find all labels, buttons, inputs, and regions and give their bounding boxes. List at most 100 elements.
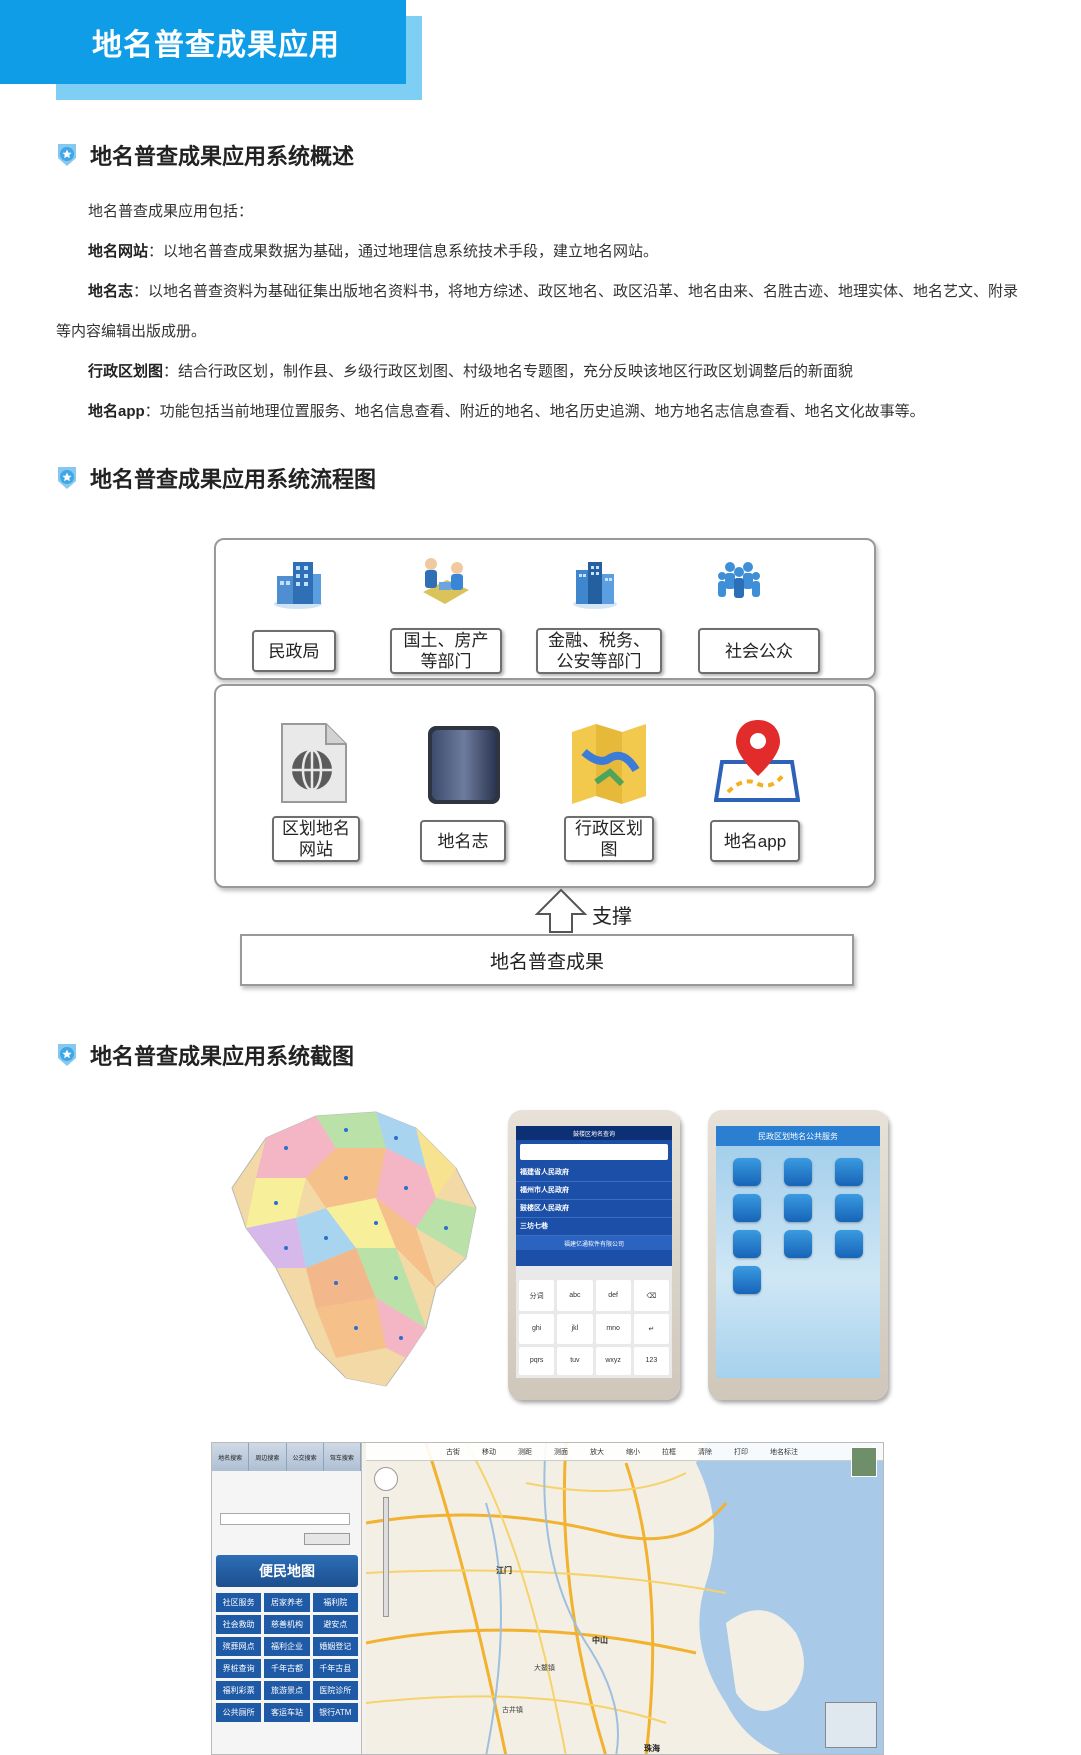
app-icon[interactable] bbox=[732, 1194, 761, 1222]
map-search-input[interactable] bbox=[220, 1513, 350, 1525]
service-button[interactable]: 福利企业 bbox=[264, 1637, 310, 1656]
product-box-app: 地名app bbox=[710, 820, 800, 862]
toolbar-item[interactable]: 缩小 bbox=[626, 1448, 640, 1456]
phone-title: 鼓楼区地名查询 bbox=[516, 1126, 672, 1140]
arrow-up-icon bbox=[535, 888, 587, 933]
key[interactable]: def bbox=[595, 1280, 631, 1312]
list-item[interactable]: 福建省人民政府 bbox=[516, 1164, 672, 1182]
service-button[interactable]: 社区服务 bbox=[216, 1593, 262, 1612]
service-button[interactable]: 公共厕所 bbox=[216, 1703, 262, 1722]
map-search-button[interactable] bbox=[304, 1533, 350, 1545]
product-box-gazetteer: 地名志 bbox=[420, 820, 506, 862]
service-button[interactable]: 福利院 bbox=[312, 1593, 358, 1612]
overview-intro: 地名普查成果应用包括： bbox=[88, 203, 254, 220]
key[interactable]: ↵ bbox=[633, 1314, 669, 1344]
key[interactable]: jkl bbox=[557, 1314, 593, 1344]
map-place-label: 大鳌镇 bbox=[534, 1665, 555, 1672]
key[interactable]: wxyz bbox=[595, 1346, 631, 1375]
service-button[interactable]: 避安点 bbox=[312, 1615, 358, 1634]
key[interactable]: ghi bbox=[519, 1314, 555, 1344]
service-button[interactable]: 界桩查询 bbox=[216, 1659, 262, 1678]
phone-screen: 鼓楼区地名查询 福建省人民政府 福州市人民政府 鼓楼区人民政府 三坊七巷 福建亿… bbox=[516, 1126, 672, 1378]
service-button[interactable]: 千年古都 bbox=[264, 1659, 310, 1678]
app-icon[interactable] bbox=[732, 1266, 761, 1294]
phone-query-screenshot: 鼓楼区地名查询 福建省人民政府 福州市人民政府 鼓楼区人民政府 三坊七巷 福建亿… bbox=[508, 1110, 680, 1400]
overview-minimap[interactable] bbox=[825, 1702, 877, 1748]
public-crowd-icon bbox=[718, 562, 760, 598]
section-title: 地名普查成果应用系统概述 bbox=[90, 144, 355, 169]
key[interactable]: 123 bbox=[633, 1346, 669, 1375]
service-grid: 社区服务 居家养老 福利院 社会救助 慈善机构 避安点 殡葬网点 福利企业 婚姻… bbox=[216, 1593, 358, 1722]
key[interactable]: tuv bbox=[557, 1346, 593, 1375]
service-button[interactable]: 居家养老 bbox=[264, 1593, 310, 1612]
toolbar-item[interactable]: 打印 bbox=[734, 1448, 748, 1456]
toolbar-item[interactable]: 拉框 bbox=[662, 1448, 676, 1456]
key[interactable]: 分词 bbox=[519, 1280, 555, 1312]
admin-division-map-image bbox=[231, 1111, 477, 1387]
map-brand: 便民地图 bbox=[216, 1555, 358, 1587]
app-icon[interactable] bbox=[783, 1230, 812, 1258]
item-desc: ：以地名普查资料为基础征集出版地名资料书，将地方综述、政区地名、政区沿革、地名由… bbox=[133, 283, 1019, 300]
service-button[interactable]: 银行ATM bbox=[312, 1703, 358, 1722]
key[interactable]: ⌫ bbox=[633, 1280, 669, 1312]
folded-map-icon bbox=[572, 724, 646, 804]
map-search-tabs: 地名搜索 周边搜索 公交搜索 驾车搜索 bbox=[212, 1443, 361, 1471]
overview-item-gazetteer: 地名志：以地名普查资料为基础征集出版地名资料书，将地方综述、政区地名、政区沿革、… bbox=[56, 272, 1081, 312]
map-pan-control[interactable] bbox=[374, 1467, 398, 1491]
tab[interactable]: 地名搜索 bbox=[212, 1443, 250, 1471]
phone-search-input[interactable] bbox=[520, 1144, 668, 1160]
toolbar-item[interactable]: 地名标注 bbox=[770, 1448, 798, 1456]
office-building-icon bbox=[274, 562, 322, 609]
app-icon[interactable] bbox=[732, 1158, 761, 1186]
service-button[interactable]: 婚姻登记 bbox=[312, 1637, 358, 1656]
phone-footer: 福建亿通软件有限公司 bbox=[516, 1236, 672, 1250]
app-icon[interactable] bbox=[835, 1230, 864, 1258]
toolbar-item[interactable]: 清除 bbox=[698, 1448, 712, 1456]
map-toolbar: 古街 移动 测距 测面 放大 缩小 拉框 清除 打印 地名标注 bbox=[366, 1443, 883, 1461]
toolbar-item[interactable]: 移动 bbox=[482, 1448, 496, 1456]
key[interactable]: mno bbox=[595, 1314, 631, 1344]
service-button[interactable]: 千年古县 bbox=[312, 1659, 358, 1678]
app-icon[interactable] bbox=[835, 1158, 864, 1186]
service-button[interactable]: 医院诊所 bbox=[312, 1681, 358, 1700]
book-icon bbox=[428, 726, 500, 804]
web-map-screenshot: 地名搜索 周边搜索 公交搜索 驾车搜索 便民地图 社区服务 居家养老 福利院 社… bbox=[211, 1442, 884, 1755]
item-desc: ：以地名普查成果数据为基础，通过地理信息系统技术手段，建立地名网站。 bbox=[148, 243, 659, 260]
tab[interactable]: 公交搜索 bbox=[287, 1443, 324, 1471]
tab[interactable]: 驾车搜索 bbox=[324, 1443, 361, 1471]
service-button[interactable]: 殡葬网点 bbox=[216, 1637, 262, 1656]
item-term: 行政区划图 bbox=[88, 363, 164, 380]
app-icon[interactable] bbox=[732, 1230, 761, 1258]
key[interactable]: pqrs bbox=[519, 1346, 555, 1375]
map-zoom-slider[interactable] bbox=[383, 1497, 389, 1617]
bank-building-icon bbox=[573, 562, 617, 609]
service-button[interactable]: 福利彩票 bbox=[216, 1681, 262, 1700]
service-button[interactable]: 旅游景点 bbox=[264, 1681, 310, 1700]
section-title: 地名普查成果应用系统截图 bbox=[90, 1044, 355, 1069]
item-term: 地名志 bbox=[88, 283, 134, 300]
list-item[interactable]: 鼓楼区人民政府 bbox=[516, 1200, 672, 1218]
app-icon[interactable] bbox=[783, 1194, 812, 1222]
page-title: 地名普查成果应用 bbox=[92, 29, 340, 62]
phone-screen: 民政区划地名公共服务 bbox=[716, 1126, 880, 1378]
toolbar-item[interactable]: 测距 bbox=[518, 1448, 532, 1456]
toolbar-item[interactable]: 放大 bbox=[590, 1448, 604, 1456]
app-icon[interactable] bbox=[835, 1194, 864, 1222]
overview-item-website: 地名网站：以地名普查成果数据为基础，通过地理信息系统技术手段，建立地名网站。 bbox=[56, 232, 1081, 272]
service-button[interactable]: 慈善机构 bbox=[264, 1615, 310, 1634]
app-icon[interactable] bbox=[783, 1158, 812, 1186]
tab[interactable]: 周边搜索 bbox=[249, 1443, 287, 1471]
map-viewport[interactable]: 古街 移动 测距 测面 放大 缩小 拉框 清除 打印 地名标注 江门 中山 大鳌… bbox=[366, 1443, 883, 1754]
list-item[interactable]: 三坊七巷 bbox=[516, 1218, 672, 1236]
service-button[interactable]: 客运车站 bbox=[264, 1703, 310, 1722]
app-icon-grid bbox=[716, 1146, 880, 1306]
map-place-label: 珠海 bbox=[644, 1744, 660, 1753]
header-tab bbox=[0, 0, 406, 84]
overview-item-app: 地名app：功能包括当前地理位置服务、地名信息查看、附近的地名、地名历史追溯、地… bbox=[56, 392, 1081, 432]
list-item[interactable]: 福州市人民政府 bbox=[516, 1182, 672, 1200]
satellite-toggle[interactable] bbox=[851, 1447, 877, 1477]
toolbar-item[interactable]: 古街 bbox=[446, 1448, 460, 1456]
toolbar-item[interactable]: 测面 bbox=[554, 1448, 568, 1456]
service-button[interactable]: 社会救助 bbox=[216, 1615, 262, 1634]
key[interactable]: abc bbox=[557, 1280, 593, 1312]
